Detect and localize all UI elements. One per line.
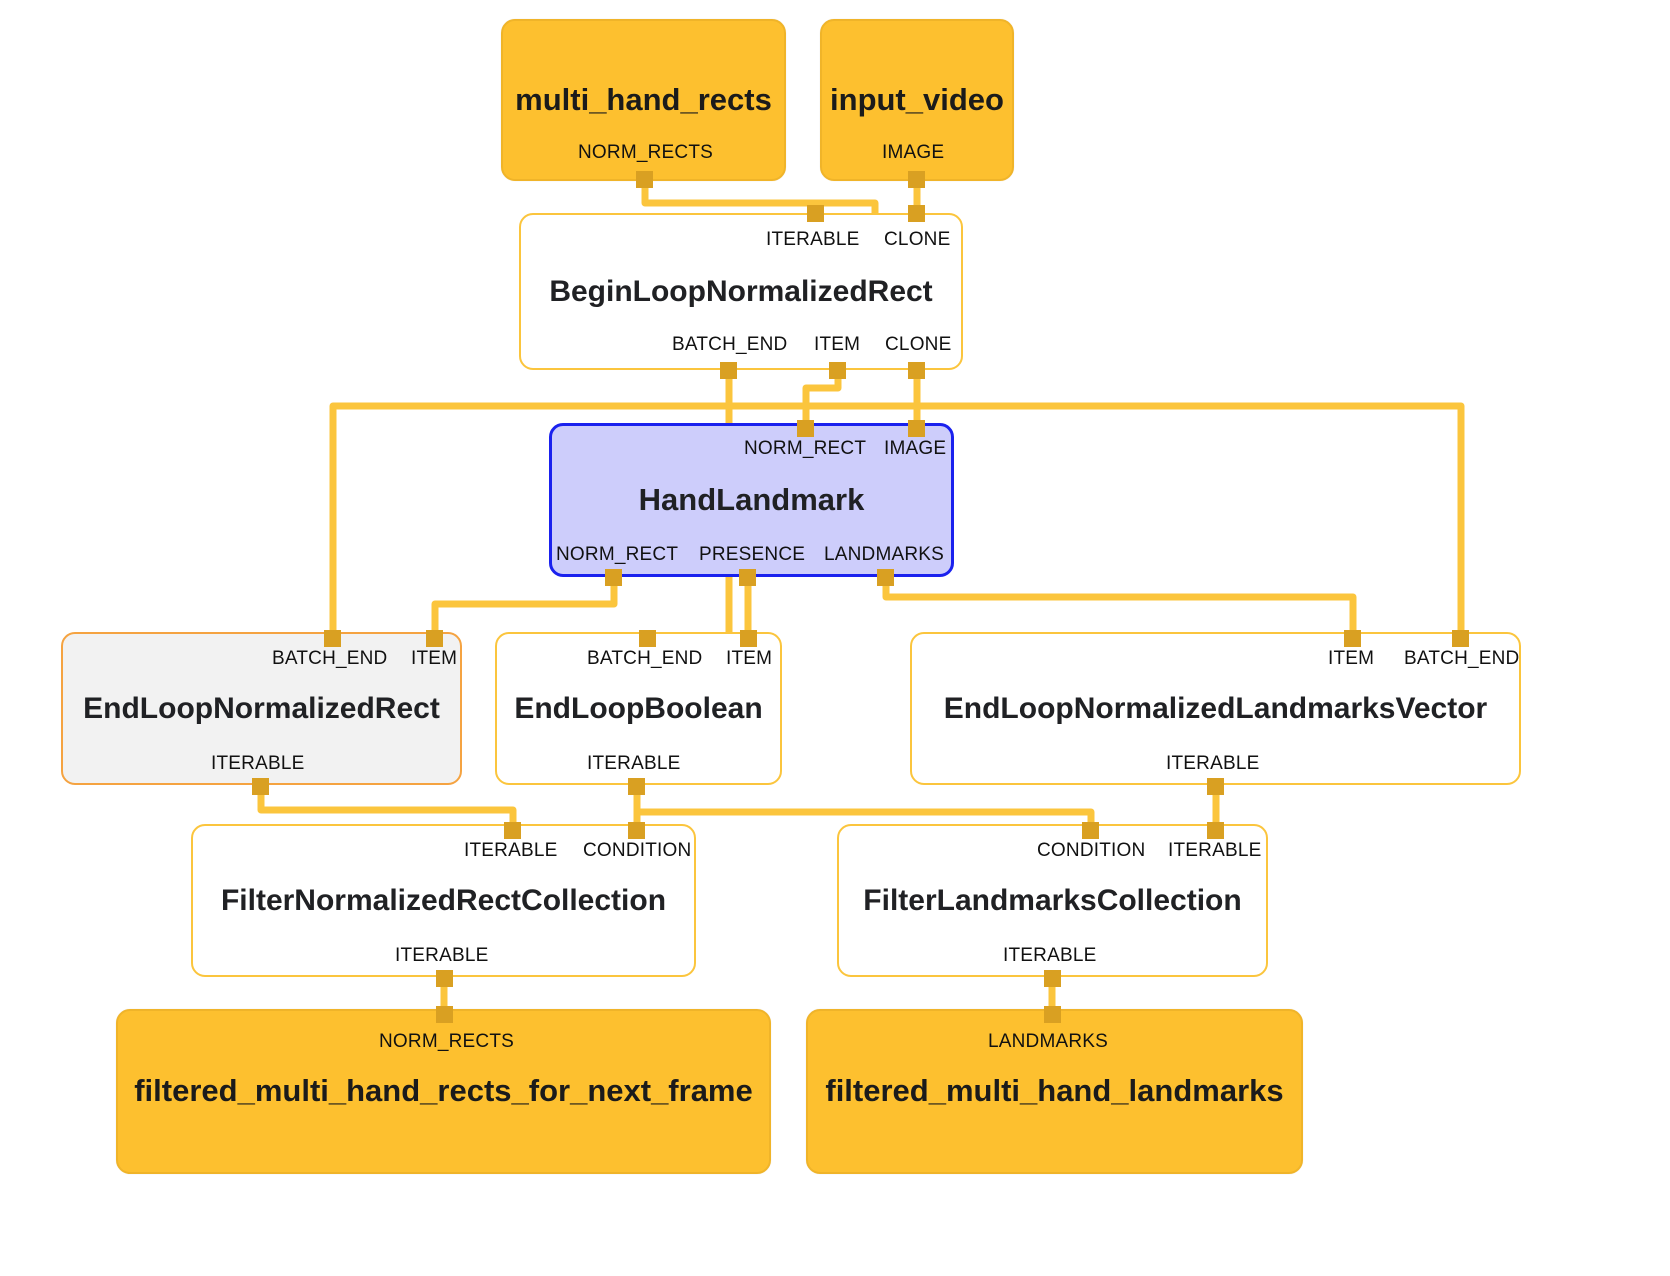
port-label-begin-item: ITEM [814,334,861,355]
port-label-fnrc-iterable-out: ITERABLE [395,945,489,966]
node-end-loop-boolean[interactable]: EndLoopBoolean [495,632,782,785]
port-label-hl-landmarks: LANDMARKS [824,544,945,565]
node-end-loop-normalized-rect[interactable]: EndLoopNormalizedRect [61,632,462,785]
port-multi-hand-rects-norm-rects[interactable] [636,171,653,188]
port-hl-landmarks[interactable] [877,569,894,586]
port-fnrc-iterable-out[interactable] [436,970,453,987]
node-title: FilterNormalizedRectCollection [220,884,667,917]
port-begin-batch-end[interactable] [720,362,737,379]
node-begin-loop-normalized-rect[interactable]: BeginLoopNormalizedRect [519,213,963,370]
port-label-hl-presence: PRESENCE [699,544,806,565]
port-label-flc-condition: CONDITION [1037,840,1146,861]
port-label-begin-iterable: ITERABLE [766,229,860,250]
node-title: filtered_multi_hand_landmarks [825,1073,1284,1109]
node-end-loop-normalized-landmarks-vector[interactable]: EndLoopNormalizedLandmarksVector [910,632,1521,785]
port-label-norm-rects-out: NORM_RECTS [578,142,714,163]
port-hl-norm-rect-in[interactable] [797,420,814,437]
port-label-elnr-item: ITEM [411,648,458,669]
node-title: input_video [830,81,1004,117]
port-label-flc-iterable-in: ITERABLE [1168,840,1262,861]
port-label-image-out: IMAGE [882,142,945,163]
port-label-fnrc-condition: CONDITION [583,840,692,861]
port-hl-presence[interactable] [739,569,756,586]
node-title: EndLoopNormalizedLandmarksVector [943,692,1488,725]
port-elnlv-batch-end[interactable] [1452,630,1469,647]
port-label-elb-iterable: ITERABLE [587,753,681,774]
port-elnlv-item[interactable] [1344,630,1361,647]
port-label-elnlv-batch-end: BATCH_END [1404,648,1520,669]
node-filtered-multi-hand-rects-for-next-frame[interactable]: filtered_multi_hand_rects_for_next_frame [116,1009,771,1174]
node-title: multi_hand_rects [515,81,772,117]
port-flc-iterable-out[interactable] [1044,970,1061,987]
port-flc-iterable-in[interactable] [1207,822,1224,839]
node-filter-landmarks-collection[interactable]: FilterLandmarksCollection [837,824,1268,977]
port-label-begin-batch-end: BATCH_END [672,334,788,355]
port-label-elb-batch-end: BATCH_END [587,648,703,669]
port-hl-norm-rect-out[interactable] [605,569,622,586]
port-hl-image-in[interactable] [908,420,925,437]
port-elnr-batch-end[interactable] [324,630,341,647]
node-filtered-multi-hand-landmarks[interactable]: filtered_multi_hand_landmarks [806,1009,1303,1174]
port-flc-condition[interactable] [1082,822,1099,839]
port-input-video-image[interactable] [908,171,925,188]
port-label-elnr-batch-end: BATCH_END [272,648,388,669]
port-elb-item[interactable] [740,630,757,647]
node-title: filtered_multi_hand_rects_for_next_frame [134,1073,753,1109]
port-fmhl-landmarks[interactable] [1044,1006,1061,1023]
port-fnrc-condition[interactable] [628,822,645,839]
port-label-elnr-iterable: ITERABLE [211,753,305,774]
port-label-begin-clone-in: CLONE [884,229,951,250]
port-elnlv-iterable[interactable] [1207,778,1224,795]
node-title: EndLoopNormalizedRect [83,692,440,725]
port-begin-item[interactable] [829,362,846,379]
port-begin-clone-in[interactable] [908,205,925,222]
node-input-video[interactable]: input_video [820,19,1014,181]
edge-hl-normrect-to-item [431,575,618,640]
port-label-fmhr-norm-rects: NORM_RECTS [379,1031,515,1052]
node-title: EndLoopBoolean [514,692,763,725]
port-begin-iterable[interactable] [807,205,824,222]
port-label-elnlv-item: ITEM [1328,648,1375,669]
node-multi-hand-rects[interactable]: multi_hand_rects [501,19,786,181]
port-label-begin-clone-out: CLONE [885,334,952,355]
port-fnrc-iterable-in[interactable] [504,822,521,839]
node-filter-normalized-rect-collection[interactable]: FilterNormalizedRectCollection [191,824,696,977]
edge-landmarks-to-item [882,575,1357,640]
port-fmhr-norm-rects[interactable] [436,1006,453,1023]
port-label-fnrc-iterable-in: ITERABLE [464,840,558,861]
port-elnr-iterable[interactable] [252,778,269,795]
port-label-flc-iterable-out: ITERABLE [1003,945,1097,966]
port-elb-iterable[interactable] [628,778,645,795]
port-label-hl-norm-rect-out: NORM_RECT [556,544,679,565]
port-label-elnlv-iterable: ITERABLE [1166,753,1260,774]
port-label-hl-norm-rect-in: NORM_RECT [744,438,867,459]
node-title: BeginLoopNormalizedRect [549,275,933,308]
node-title: HandLandmark [638,481,865,517]
port-label-fmhl-landmarks: LANDMARKS [988,1031,1109,1052]
port-begin-clone-out[interactable] [908,362,925,379]
port-elb-batch-end[interactable] [639,630,656,647]
node-title: FilterLandmarksCollection [863,884,1242,917]
port-label-hl-image-in: IMAGE [884,438,947,459]
port-label-elb-item: ITEM [726,648,773,669]
port-elnr-item[interactable] [426,630,443,647]
